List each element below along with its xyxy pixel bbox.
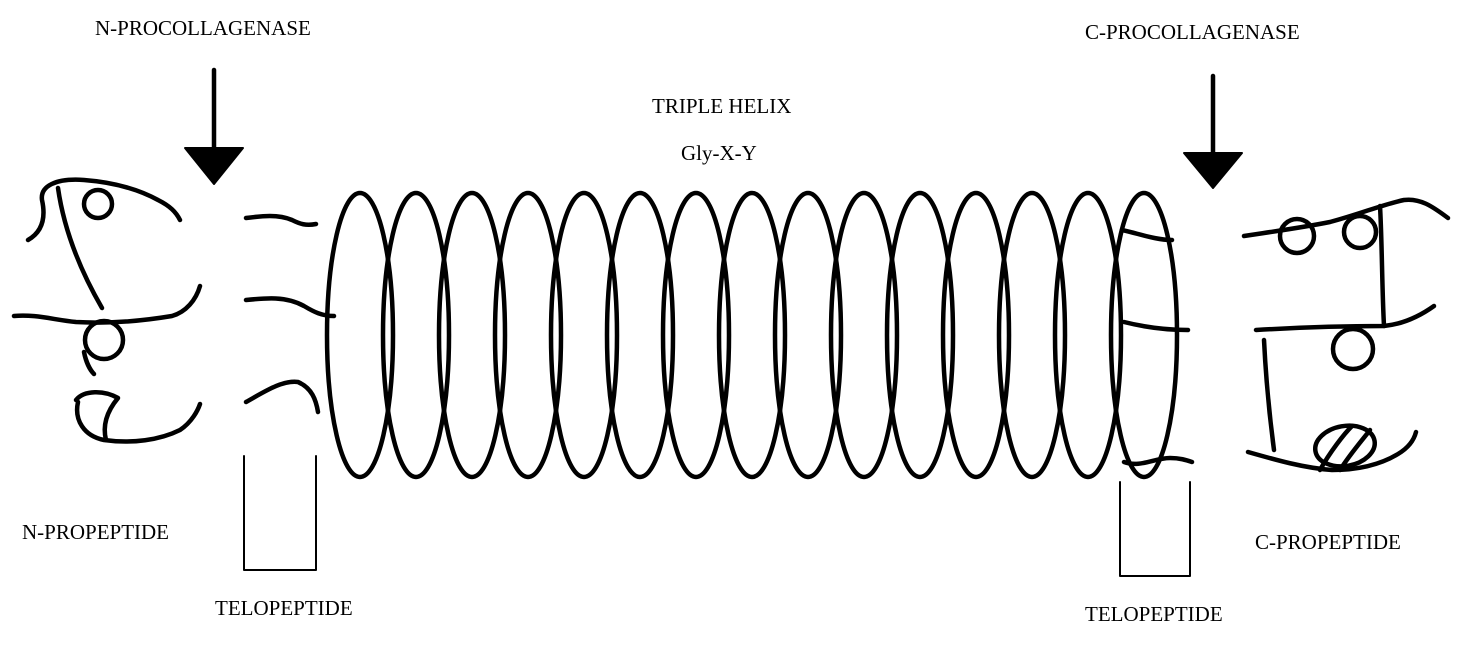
- n-telopeptide-stubs: [243, 213, 337, 415]
- helix-coil: [492, 190, 564, 480]
- helix-coil: [996, 190, 1068, 480]
- helix-coil: [324, 190, 396, 480]
- triple-helix-coils: [324, 190, 1180, 480]
- helix-coil: [436, 190, 508, 480]
- c-propeptide-chains: [1241, 197, 1451, 473]
- c-procollagenase-label: C-PROCOLLAGENASE: [1085, 20, 1300, 44]
- gly-x-y-label: Gly-X-Y: [681, 141, 757, 165]
- helix-coil: [772, 190, 844, 480]
- helix-coil: [548, 190, 620, 480]
- helix-coil: [604, 190, 676, 480]
- telopeptide-bracket-left: [243, 455, 317, 571]
- helix-coil: [1108, 190, 1180, 480]
- helix-coil: [1052, 190, 1124, 480]
- telopeptide-left-label: TELOPEPTIDE: [215, 596, 353, 620]
- helix-coil: [716, 190, 788, 480]
- n-propeptide-chains: [11, 177, 203, 444]
- helix-coil: [380, 190, 452, 480]
- triple-helix-label: TRIPLE HELIX: [652, 94, 792, 118]
- n-propeptide-label: N-PROPEPTIDE: [22, 520, 170, 544]
- n-procollagenase-label: N-PROCOLLAGENASE: [95, 16, 311, 40]
- helix-coil: [884, 190, 956, 480]
- telopeptide-right-label: TELOPEPTIDE: [1085, 602, 1223, 626]
- helix-coil: [660, 190, 732, 480]
- helix-coil: [940, 190, 1012, 480]
- c-telopeptide-stubs: [1119, 227, 1195, 467]
- n-procollagenase-arrow: [184, 67, 244, 185]
- telopeptide-bracket-right: [1119, 481, 1191, 577]
- helix-coil: [828, 190, 900, 480]
- c-propeptide-label: C-PROPEPTIDE: [1255, 530, 1401, 554]
- c-procollagenase-arrow: [1183, 73, 1243, 189]
